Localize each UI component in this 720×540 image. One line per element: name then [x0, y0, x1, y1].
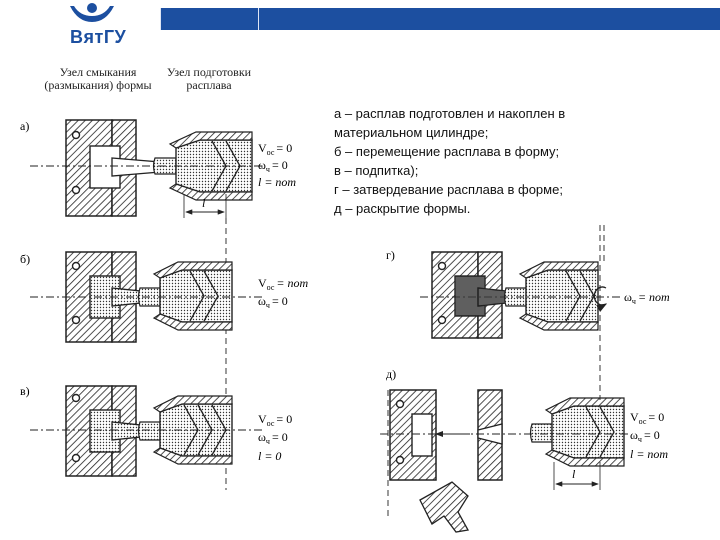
- stage-a-dim-label: l: [202, 196, 206, 210]
- stage-g-drawing: [420, 225, 620, 339]
- logo-area: ВятГУ: [0, 0, 160, 50]
- stage-label-g: г): [386, 248, 395, 262]
- stage-a-param-1: Vос= 0: [258, 141, 292, 157]
- stage-d-param-3: l = пот: [630, 447, 668, 461]
- caption-closing-unit-text: Узел смыкания(размыкания) формы: [44, 65, 152, 92]
- legend-line: материальном цилиндре;: [334, 125, 489, 140]
- stage-d-drawing: l: [380, 225, 630, 533]
- stage-v-param-3: l = 0: [258, 449, 281, 463]
- header-divider: [160, 8, 161, 30]
- stage-b-drawing: [30, 251, 262, 343]
- stage-d-param-1: Vос= 0: [630, 410, 664, 426]
- stage-a-param-3: l = пот: [258, 175, 296, 189]
- stage-legend: а – расплав подготовлен и накоплен в мат…: [334, 104, 634, 218]
- stage-d-dim-label: l: [572, 467, 576, 481]
- stage-g-param-1: ωч= пот: [624, 290, 670, 306]
- logo-text: ВятГУ: [70, 27, 127, 47]
- stage-label-a: а): [20, 119, 29, 133]
- stage-label-v: в): [20, 384, 30, 398]
- caption-closing-unit: Узел смыкания(размыкания) формы: [38, 66, 158, 92]
- header-divider: [258, 8, 259, 30]
- stage-a-param-2: ωч= 0: [258, 158, 288, 174]
- legend-line: в – подпитка);: [334, 163, 419, 178]
- stage-v-drawing: [30, 385, 262, 477]
- stage-v-param-1: Vос= 0: [258, 412, 292, 428]
- stage-label-b: б): [20, 252, 30, 266]
- legend-line: б – перемещение расплава в форму;: [334, 144, 560, 159]
- legend-line: а – расплав подготовлен и накоплен в: [334, 106, 566, 121]
- stage-b-param-2: ωч= 0: [258, 294, 288, 310]
- legend-line: г – затвердевание расплава в форме;: [334, 182, 563, 197]
- stage-v-param-2: ωч= 0: [258, 430, 288, 446]
- stage-d-param-2: ωч= 0: [630, 428, 660, 444]
- stage-a-drawing: l: [30, 119, 262, 218]
- legend-line: д – раскрытие формы.: [334, 201, 471, 216]
- stage-label-d: д): [386, 367, 396, 381]
- stage-b-param-1: Vос= пот: [258, 276, 309, 292]
- university-logo-icon: [70, 3, 114, 22]
- header-bar: [160, 8, 720, 30]
